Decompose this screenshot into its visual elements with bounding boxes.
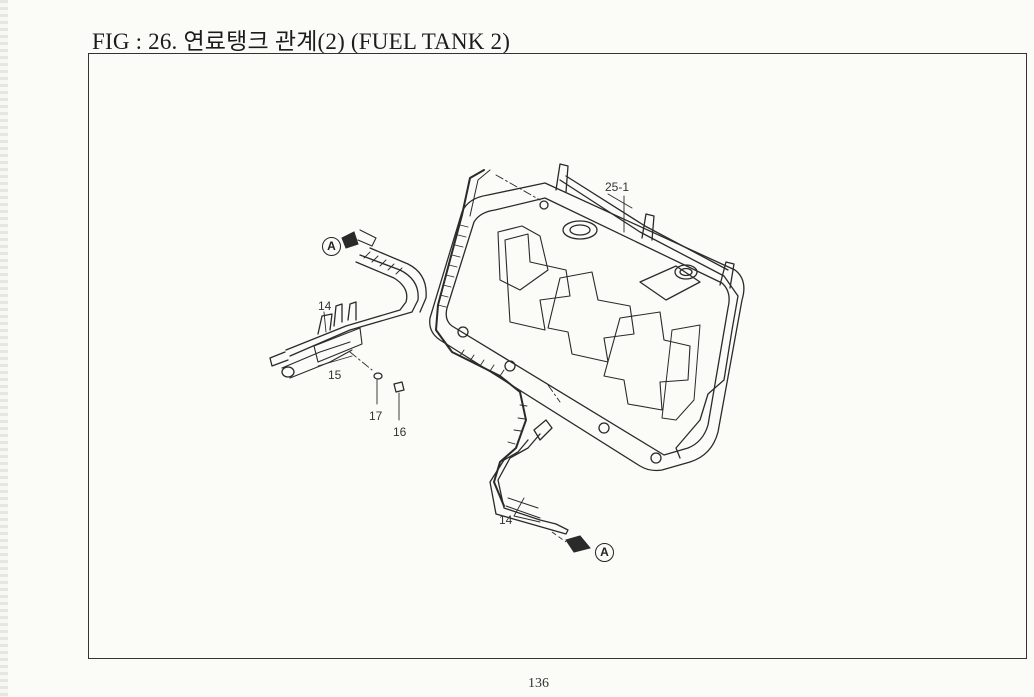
diagram-frame: [88, 53, 1027, 659]
reference-a-upper: A: [322, 237, 341, 256]
page-number: 136: [528, 676, 549, 691]
arrow-marker-upper: [341, 231, 359, 249]
callout-14-upper: 14: [318, 299, 332, 313]
callout-16: 16: [393, 425, 407, 439]
callout-15: 15: [328, 368, 342, 382]
arrow-marker-lower: [565, 535, 591, 553]
nut: [393, 381, 405, 393]
reference-a-lower: A: [595, 543, 614, 562]
callout-25-1: 25-1: [605, 180, 630, 194]
scan-edge: [0, 0, 8, 697]
hose-ribbing: [437, 224, 528, 445]
figure-title: FIG : 26. 연료탱크 관계(2) (FUEL TANK 2): [92, 29, 511, 54]
breather-hose: [435, 169, 527, 507]
fuel-tank: [429, 163, 745, 472]
upper-pipe-assembly: [269, 229, 427, 379]
callout-14-lower: 14: [499, 513, 513, 527]
washer: [373, 372, 383, 380]
callout-17: 17: [369, 409, 383, 423]
lower-fuel-hose: [489, 419, 569, 535]
